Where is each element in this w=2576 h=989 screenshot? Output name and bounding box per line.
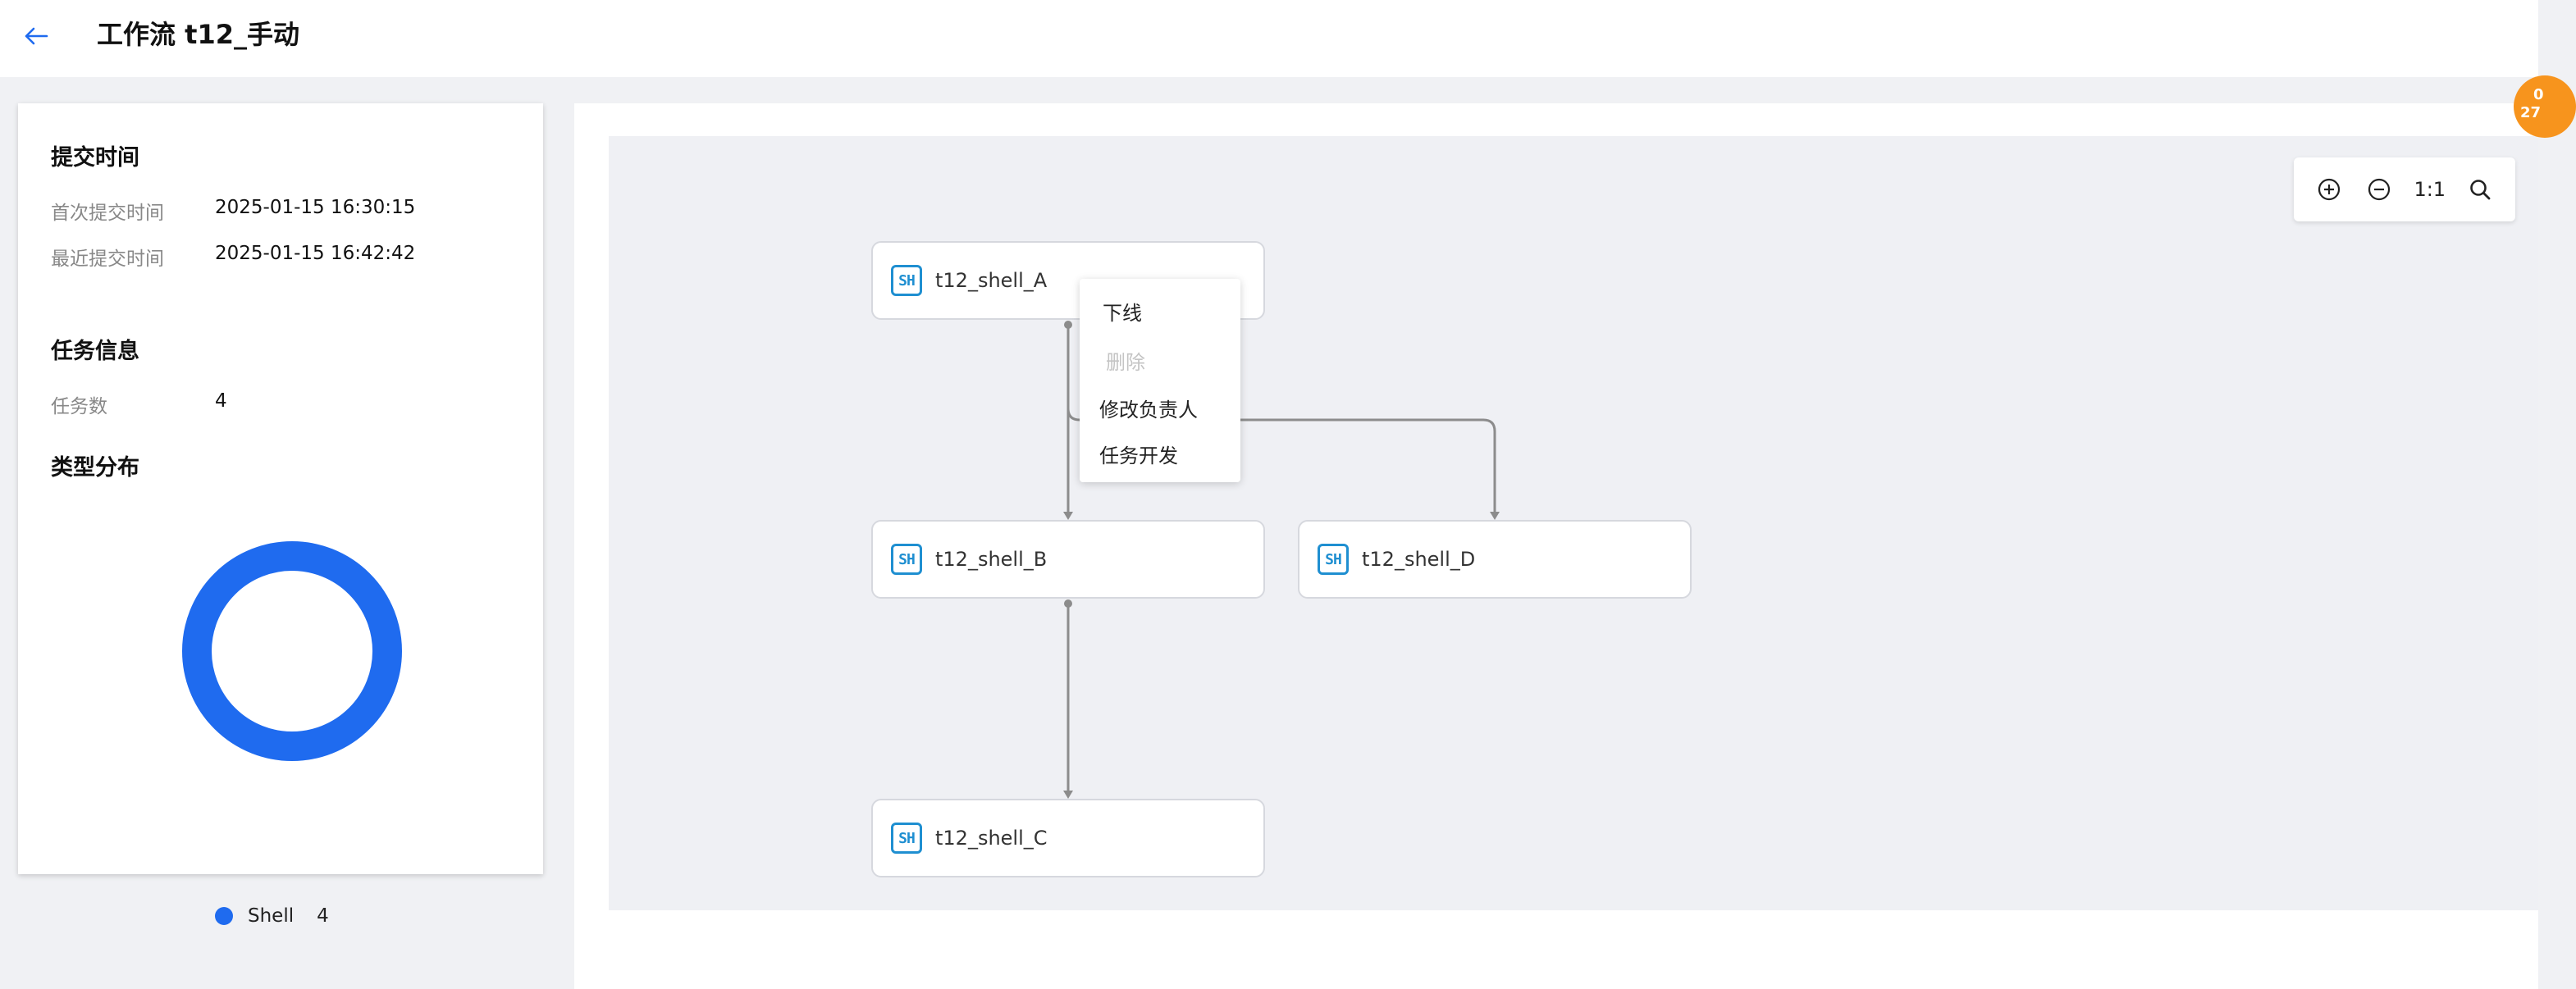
dag-node-t12-shell-d[interactable]: SH t12_shell_D — [1298, 520, 1692, 599]
last-submit-label: 最近提交时间 — [51, 248, 164, 270]
node-context-menu: 下线 删除 修改负责人 任务开发 — [1080, 279, 1240, 482]
dag-node-t12-shell-b[interactable]: SH t12_shell_B — [871, 520, 1265, 599]
menu-item-offline[interactable]: 下线 — [1103, 302, 1142, 325]
zoom-out-button[interactable] — [2361, 171, 2397, 207]
canvas-toolbar: 1:1 — [2294, 157, 2515, 221]
menu-item-change-owner[interactable]: 修改负责人 — [1099, 399, 1198, 422]
dag-node-t12-shell-c[interactable]: SH t12_shell_C — [871, 799, 1265, 877]
donut-legend[interactable]: Shell 4 — [215, 905, 329, 927]
type-distribution-donut — [169, 528, 415, 774]
menu-item-delete: 删除 — [1106, 351, 1145, 374]
task-count-label: 任务数 — [51, 396, 107, 417]
badge-line-2: 27 — [2520, 104, 2542, 121]
task-info-title: 任务信息 — [51, 339, 139, 364]
search-button[interactable] — [2462, 171, 2498, 207]
type-distribution-title: 类型分布 — [51, 455, 139, 481]
page-title: 工作流 t12_手动 — [97, 19, 299, 50]
donut-slice-shell — [182, 541, 402, 761]
badge-line-1: 0 — [2533, 86, 2544, 103]
shell-icon: SH — [891, 265, 922, 296]
arrow-left-icon — [25, 27, 48, 45]
node-label: t12_shell_C — [935, 827, 1048, 850]
legend-count: 4 — [317, 905, 329, 927]
zoom-in-icon — [2318, 178, 2340, 201]
legend-name: Shell — [248, 905, 295, 927]
floating-assistant-badge[interactable]: 0 27 — [2514, 75, 2576, 138]
shell-icon: SH — [891, 544, 922, 575]
submit-time-title: 提交时间 — [51, 145, 139, 171]
first-submit-label: 首次提交时间 — [51, 203, 164, 224]
back-button[interactable] — [20, 20, 53, 52]
node-label: t12_shell_A — [935, 269, 1048, 292]
search-icon — [2470, 180, 2491, 200]
node-label: t12_shell_B — [935, 548, 1048, 571]
menu-item-task-dev[interactable]: 任务开发 — [1099, 444, 1178, 467]
shell-icon: SH — [891, 823, 922, 854]
node-label: t12_shell_D — [1362, 548, 1476, 571]
zoom-out-icon — [2368, 178, 2391, 201]
task-count-value: 4 — [215, 390, 227, 412]
legend-dot — [215, 907, 233, 925]
last-submit-value: 2025-01-15 16:42:42 — [215, 243, 416, 264]
summary-panel: 提交时间 首次提交时间 2025-01-15 16:30:15 最近提交时间 2… — [18, 103, 543, 927]
reset-zoom-button[interactable]: 1:1 — [2414, 178, 2446, 201]
shell-icon: SH — [1318, 544, 1349, 575]
zoom-in-button[interactable] — [2311, 171, 2347, 207]
first-submit-value: 2025-01-15 16:30:15 — [215, 197, 416, 218]
header-bar: 工作流 t12_手动 — [0, 0, 2538, 77]
